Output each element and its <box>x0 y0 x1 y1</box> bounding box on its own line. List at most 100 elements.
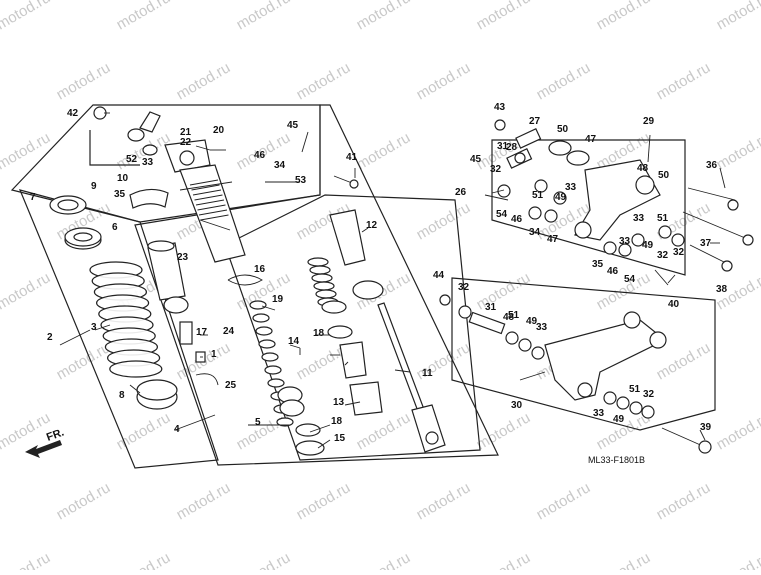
part-number-label: 18 <box>331 416 343 427</box>
washer-33b <box>604 392 616 404</box>
link-eye-b <box>650 332 666 348</box>
watermark-text: motod.ru <box>474 0 534 33</box>
nut-45 <box>515 153 525 163</box>
watermark-text: motod.ru <box>114 0 174 33</box>
part-number-label: 54 <box>624 274 636 285</box>
nut-42 <box>350 180 358 188</box>
spring-washer <box>308 258 328 266</box>
part-number-label: 51 <box>657 213 669 224</box>
part-number-label: 36 <box>706 160 718 171</box>
part-number-label: 14 <box>288 336 300 347</box>
spring-washer <box>312 274 332 282</box>
watermark-text: motod.ru <box>234 549 294 570</box>
part-number-label: 1 <box>211 349 217 360</box>
part-number-label: 51 <box>629 384 641 395</box>
part-number-label: 54 <box>496 209 508 220</box>
bolt-41 <box>655 270 668 285</box>
watermark-text: motod.ru <box>534 479 594 523</box>
watermark-text: motod.ru <box>474 549 534 570</box>
part-number-label: 10 <box>117 173 129 184</box>
part-number-label: 50 <box>658 170 670 181</box>
part-number-label: 33 <box>619 236 631 247</box>
bolt-38 <box>683 212 750 240</box>
part-number-label: 49 <box>642 240 654 251</box>
watermark-text: motod.ru <box>234 0 294 33</box>
part-number-label: 31 <box>485 302 497 313</box>
watermark-text: motod.ru <box>354 129 414 173</box>
washer-33 <box>532 347 544 359</box>
shim-washer <box>268 379 284 387</box>
part-number-label: 50 <box>557 124 569 135</box>
top-bolt <box>140 112 160 132</box>
shock-reservoir <box>180 165 245 262</box>
circlip-24 <box>196 374 218 385</box>
part-number-label: 46 <box>511 214 523 225</box>
watermark-text: motod.ru <box>54 339 114 383</box>
part-number-label: 33 <box>633 213 645 224</box>
washer-47 <box>545 210 557 222</box>
bushing-52 <box>128 129 144 141</box>
dust-seal-12 <box>330 210 365 265</box>
watermark-text: motod.ru <box>114 409 174 453</box>
part-number-label: 24 <box>223 326 235 337</box>
link-eye-a <box>624 312 640 328</box>
part-number-label: 19 <box>272 294 284 305</box>
part-number-label: 33 <box>593 408 605 419</box>
piston-14 <box>340 342 366 378</box>
seal-51c <box>630 402 642 414</box>
washer-32c <box>642 406 654 418</box>
part-number-label: 47 <box>547 234 559 245</box>
part-number-label: 27 <box>529 116 541 127</box>
locknut-7-inner <box>58 200 78 210</box>
leader-line <box>302 132 308 152</box>
bearing-49 <box>519 339 531 351</box>
shim-washer <box>256 327 272 335</box>
part-number-label: 26 <box>455 187 467 198</box>
part-number-label: 18 <box>313 328 325 339</box>
diagram-code: ML33-F1801B <box>588 455 645 465</box>
watermark-text: motod.ru <box>474 409 534 453</box>
bolt-40 <box>662 428 705 447</box>
part-number-label: 37 <box>700 238 712 249</box>
arm-eye-bottom <box>575 222 591 238</box>
shim-washer <box>265 366 281 374</box>
part-number-label: 49 <box>526 316 538 327</box>
leader-line <box>175 415 215 430</box>
nut-37 <box>728 200 738 210</box>
part-number-label: 13 <box>333 397 345 408</box>
nut-44 <box>495 120 505 130</box>
nut-6-hole <box>74 233 92 241</box>
washer-32 <box>672 234 684 246</box>
spring-plate-36 <box>130 189 168 208</box>
bolt-42 <box>334 176 352 183</box>
watermark-text: motod.ru <box>0 129 53 173</box>
nut-45b <box>440 295 450 305</box>
watermark-text: motod.ru <box>114 549 174 570</box>
spring-seat-8-top <box>137 380 177 400</box>
part-number-label: 7 <box>30 192 36 203</box>
shim-washer <box>253 314 269 322</box>
part-number-label: 34 <box>529 227 541 238</box>
part-number-label: 47 <box>585 134 597 145</box>
part-number-label: 53 <box>295 175 307 186</box>
part-number-label: 20 <box>213 125 225 136</box>
part-number-label: 51 <box>532 190 544 201</box>
watermark-text: motod.ru <box>174 59 234 103</box>
watermark-text: motod.ru <box>0 269 53 313</box>
nut-38 <box>743 235 753 245</box>
part-number-label: 41 <box>346 152 358 163</box>
watermark-text: motod.ru <box>354 0 414 33</box>
front-arrow-icon <box>25 440 62 458</box>
watermark-text: motod.ru <box>594 549 654 570</box>
watermark-text: motod.ru <box>594 0 654 33</box>
lower-eye-hole <box>426 432 438 444</box>
bolt-37 <box>688 188 735 200</box>
bearing-48 <box>567 151 589 165</box>
watermark-text: motod.ru <box>714 129 761 173</box>
watermark-text: motod.ru <box>0 0 53 33</box>
arm-eye-top <box>636 176 654 194</box>
part-number-label: 4 <box>174 424 180 435</box>
shim-washer <box>262 353 278 361</box>
